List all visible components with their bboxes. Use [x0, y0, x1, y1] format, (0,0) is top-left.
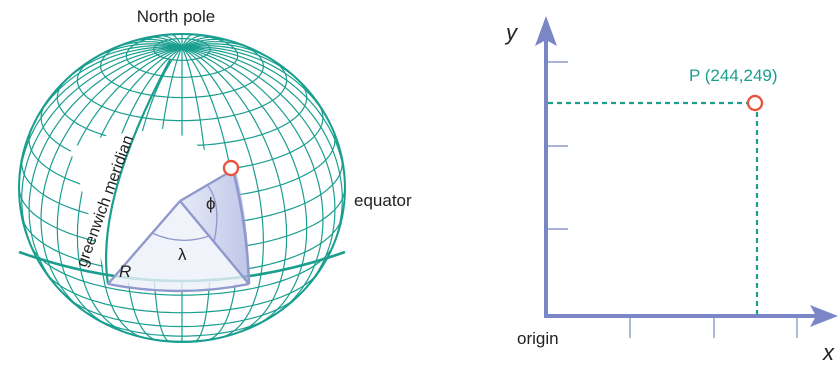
radius-label: R: [119, 262, 131, 281]
latitude-symbol: ϕ: [206, 194, 216, 213]
longitude-symbol: λ: [178, 245, 187, 264]
x-axis-label: x: [822, 340, 835, 365]
origin-label: origin: [517, 329, 559, 348]
plane-point-marker: [748, 96, 762, 110]
point-label: P (244,249): [689, 66, 778, 85]
equator-label: equator: [354, 191, 412, 210]
globe-point-marker: [224, 161, 238, 175]
globe: North pole equator greenwich meridian R …: [19, 7, 412, 342]
cartesian-plane: y x origin P (244,249): [504, 16, 838, 365]
north-pole-label: North pole: [137, 7, 215, 26]
y-axis-label: y: [504, 20, 519, 45]
